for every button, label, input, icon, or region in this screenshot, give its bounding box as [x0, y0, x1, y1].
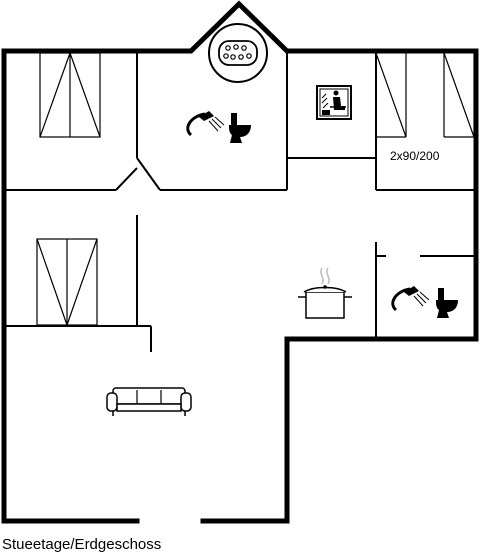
window-icon [375, 52, 407, 138]
interior-walls [4, 51, 476, 352]
cooking-pot-icon [298, 267, 352, 319]
shower-icon [186, 111, 225, 137]
jacuzzi-icon [208, 23, 268, 83]
window-icon [443, 52, 475, 138]
floor-label: Stueetage/Erdgeschoss [2, 536, 162, 553]
window-icon [36, 238, 98, 326]
sauna-icon [316, 85, 352, 120]
toilet-icon [436, 288, 458, 318]
bed-size-label: 2x90/200 [390, 149, 440, 163]
shower-icon [391, 286, 430, 312]
window-icon [39, 52, 101, 138]
toilet-icon [229, 113, 251, 143]
sofa-icon [106, 387, 192, 416]
